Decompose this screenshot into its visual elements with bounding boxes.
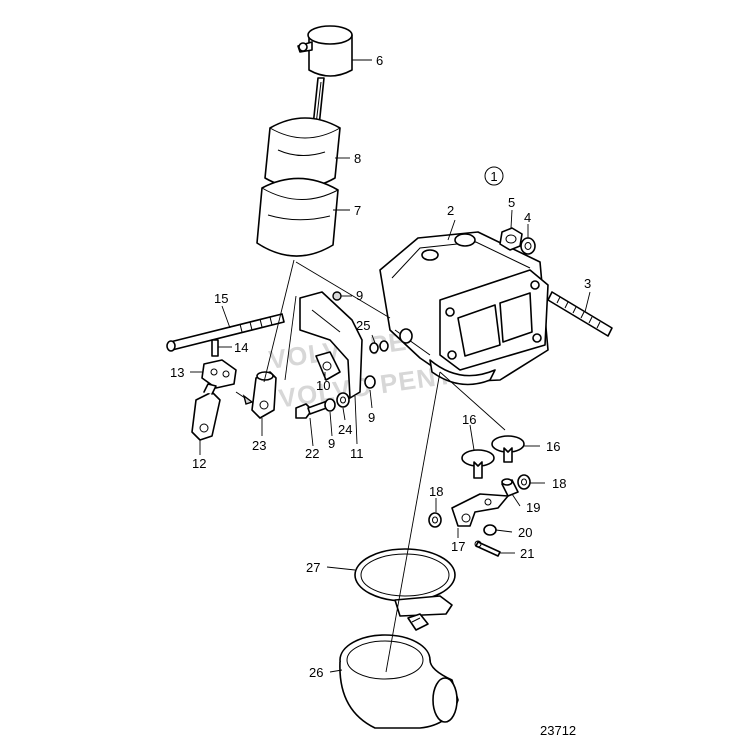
callout-9b: 9 — [368, 410, 375, 425]
callout-5: 5 — [508, 195, 515, 210]
part-washer-25 — [369, 328, 413, 354]
part-actuator-canister — [297, 25, 353, 156]
part-small-washer-9a — [332, 291, 342, 301]
part-pin — [211, 339, 219, 357]
callout-11: 11 — [350, 446, 364, 461]
callout-18b: 18 — [552, 476, 566, 491]
callout-23: 23 — [252, 438, 266, 453]
part-v-band-clamp — [354, 548, 456, 631]
callout-27: 27 — [306, 560, 320, 575]
part-lower-sleeve — [256, 177, 339, 257]
part-washer-9c — [324, 398, 336, 412]
part-rod-end — [235, 371, 277, 419]
part-spacer-24 — [336, 392, 350, 408]
part-plug-16a — [461, 449, 495, 479]
part-upper-sleeve — [264, 117, 341, 189]
reference-circle-label: 1 — [490, 169, 497, 184]
part-mounting-bracket — [299, 291, 363, 399]
part-plug-16b — [491, 435, 525, 463]
callout-20: 20 — [518, 525, 532, 540]
part-outlet-elbow — [339, 634, 459, 729]
callout-19: 19 — [526, 500, 540, 515]
part-bushing-19 — [501, 478, 519, 497]
callout-10: 10 — [316, 378, 330, 393]
callout-15: 15 — [214, 291, 228, 306]
part-nut — [499, 227, 523, 251]
callout-16a: 16 — [462, 412, 476, 427]
part-lever-bracket — [451, 493, 509, 527]
callout-16b: 16 — [546, 439, 560, 454]
callout-9a: 9 — [356, 288, 363, 303]
part-wastegate-housing — [379, 231, 549, 386]
drawing-number: 23712 — [540, 723, 576, 738]
callout-2: 2 — [447, 203, 454, 218]
callout-12: 12 — [192, 456, 206, 471]
callout-7: 7 — [354, 203, 361, 218]
part-washer-18a — [428, 512, 442, 528]
callout-3: 3 — [584, 276, 591, 291]
callout-25: 25 — [356, 318, 370, 333]
reference-circle — [484, 166, 504, 186]
part-washer-9b — [364, 375, 376, 389]
callout-8: 8 — [354, 151, 361, 166]
part-washer-20 — [483, 524, 497, 536]
callout-18a: 18 — [429, 484, 443, 499]
callout-4: 4 — [524, 210, 531, 225]
part-threaded-rod — [166, 313, 285, 352]
callout-17: 17 — [451, 539, 465, 554]
part-stud — [547, 291, 613, 337]
leader-lines — [190, 59, 591, 673]
callout-22: 22 — [305, 446, 319, 461]
callout-6: 6 — [376, 53, 383, 68]
callout-13: 13 — [170, 365, 184, 380]
part-washer-18b — [517, 474, 531, 490]
part-clamp-block — [201, 359, 237, 389]
part-cotter-pin-21 — [474, 540, 501, 557]
part-fork-clevis — [191, 383, 221, 441]
part-washer — [520, 237, 536, 255]
callout-26: 26 — [309, 665, 323, 680]
callout-9c: 9 — [328, 436, 335, 451]
callout-14: 14 — [234, 340, 248, 355]
callout-24: 24 — [338, 422, 352, 437]
callout-21: 21 — [520, 546, 534, 561]
